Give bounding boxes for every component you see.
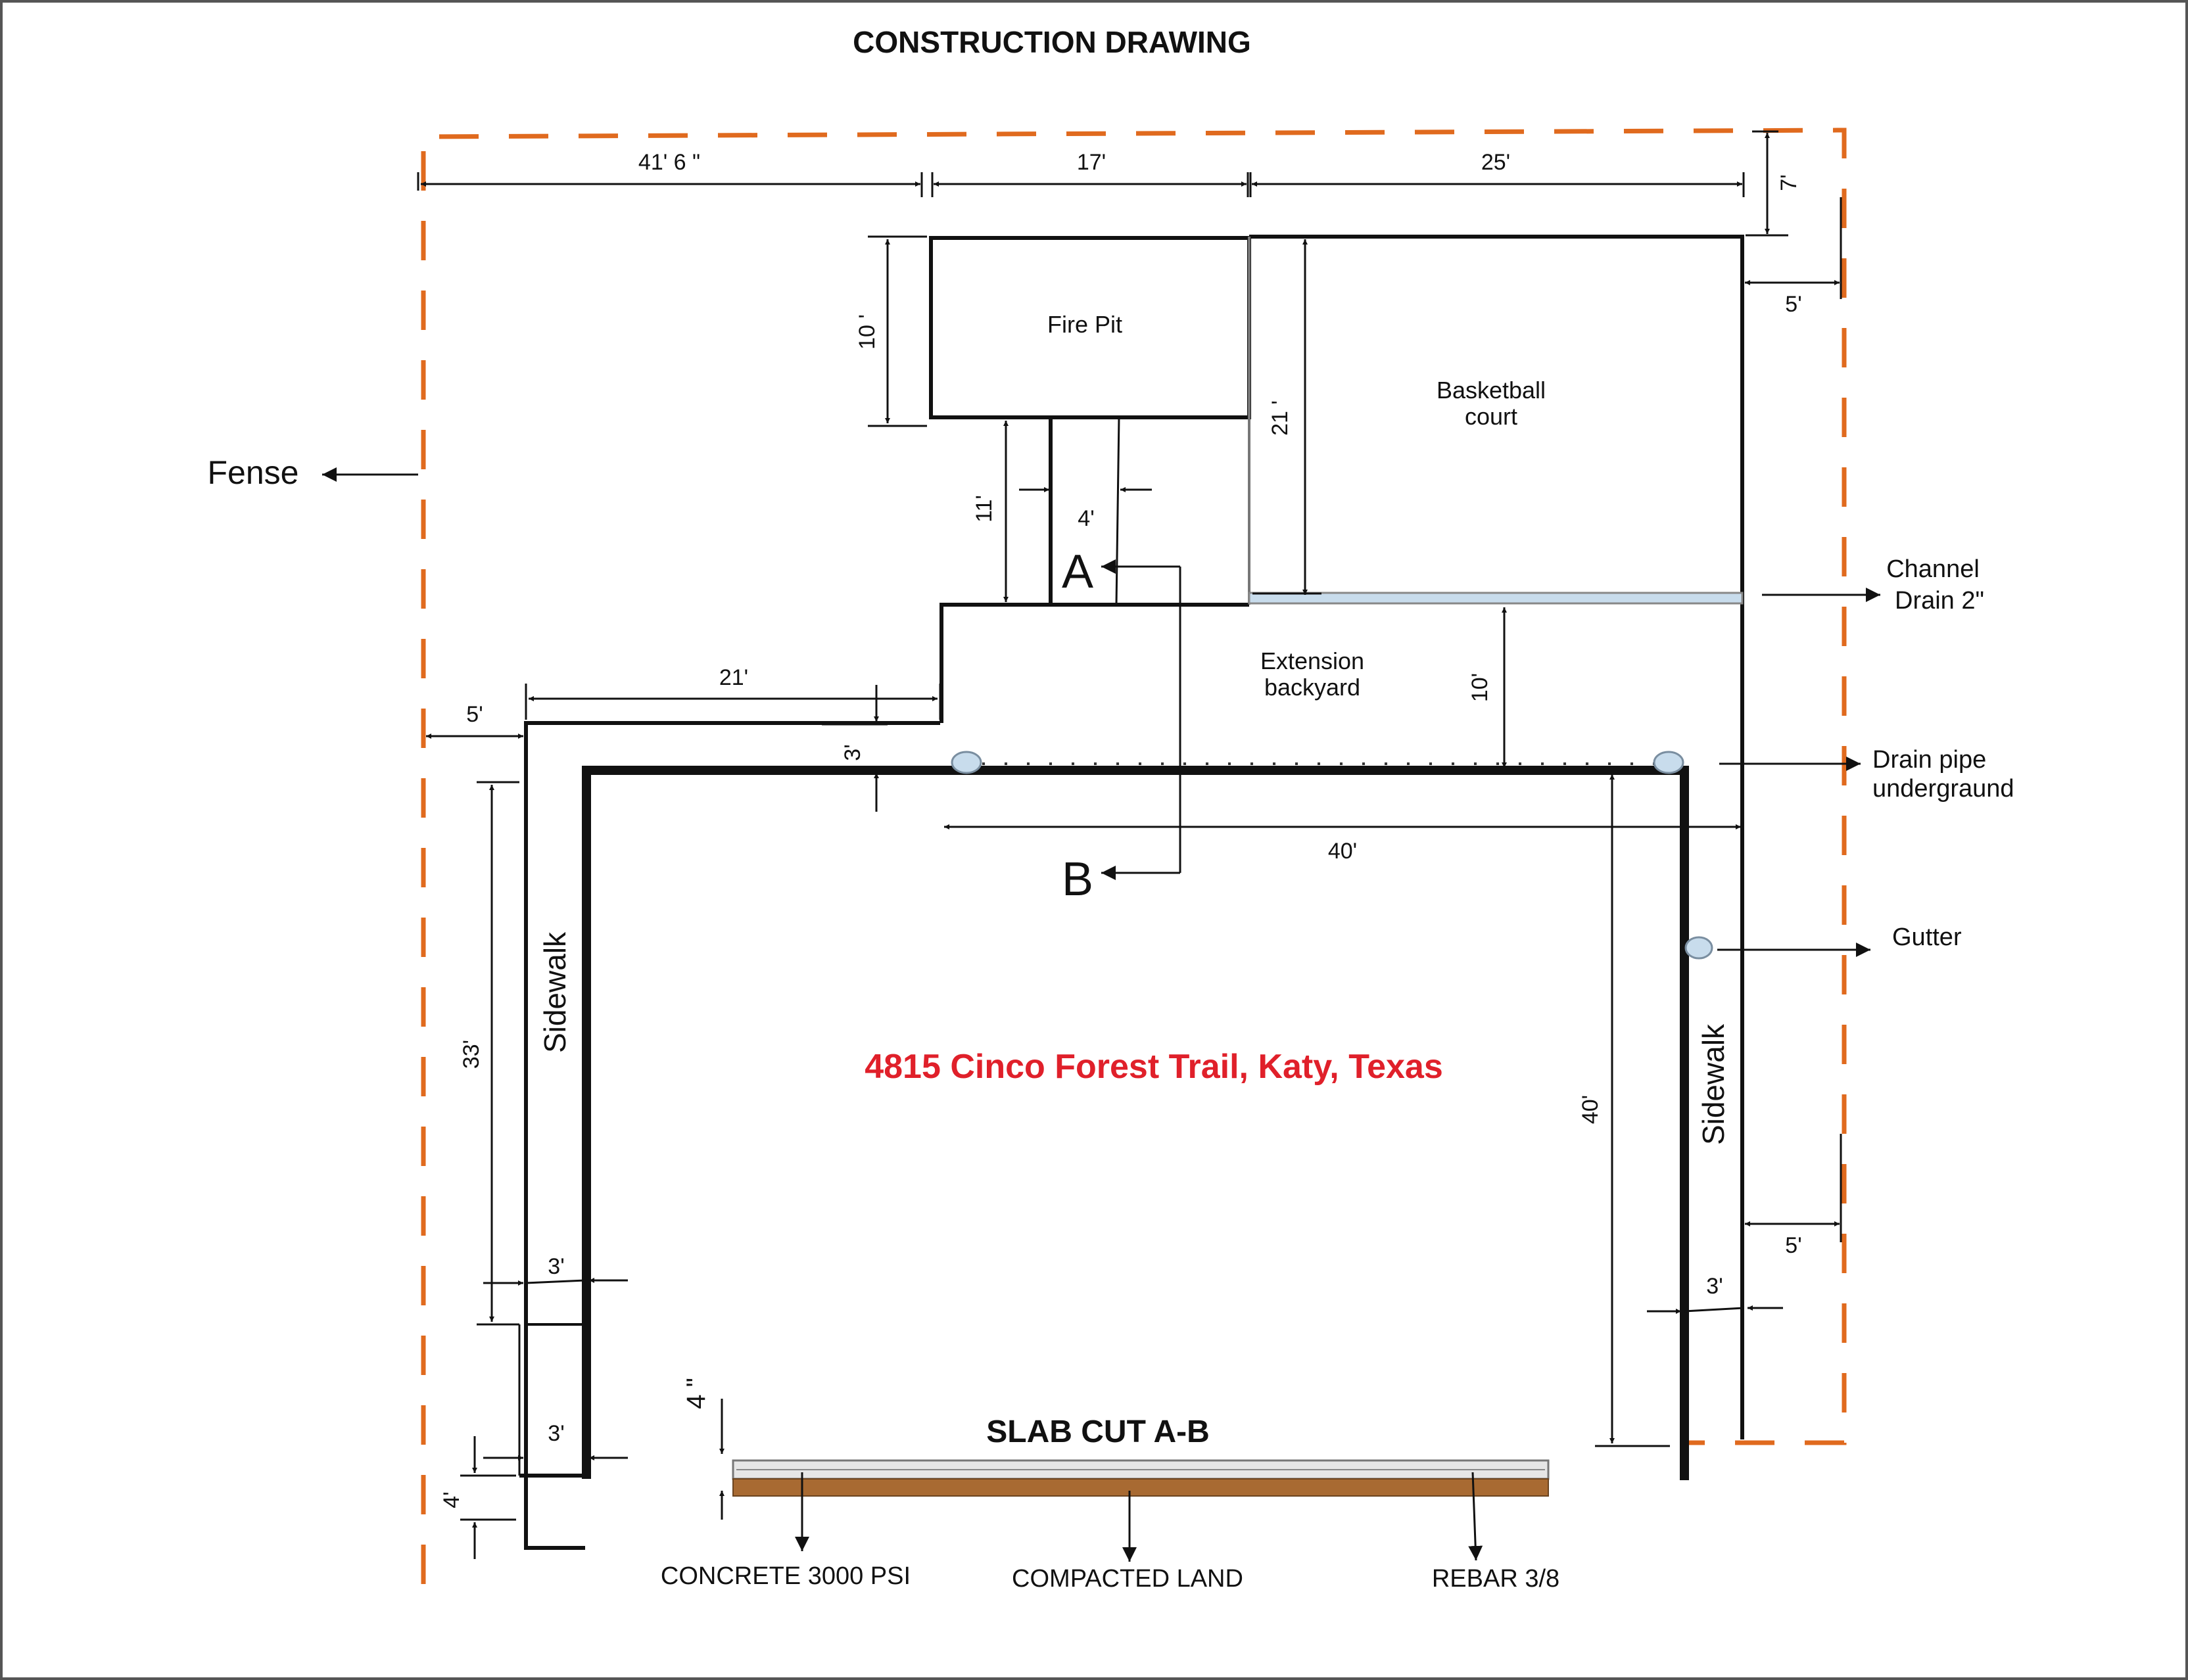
dim-fire-pit-height: 10 ' (855, 314, 880, 350)
left-sidewalk-outer-edge (524, 721, 940, 1550)
dim-top-offset: 7' (1776, 174, 1801, 191)
gutter-callout: Gutter (1892, 923, 1962, 951)
basketball-court-label-line2: court (1465, 403, 1517, 430)
slab-compacted-land-layer (732, 1478, 1549, 1497)
dim-extension-depth: 10' (1467, 673, 1492, 702)
section-mark-b: B (1062, 853, 1093, 906)
dim-left-sidewalk-width-1: 3' (548, 1254, 564, 1279)
slab-rebar-label: REBAR 3/8 (1432, 1565, 1559, 1593)
gutter-left (951, 751, 982, 774)
dim-right-offset: 5' (1785, 292, 1801, 317)
gutters (951, 751, 1713, 960)
dim-left-sidewalk-width-2: 3' (548, 1421, 564, 1446)
fence-line (421, 128, 1847, 1584)
dim-step: 3' (840, 744, 865, 760)
dimension-labels: 41' 6 " 17' 25' 7' 5' 10 ' 21 ' 11' 4' 2… (439, 150, 1802, 1508)
dim-sidewalk-top: 21' (719, 665, 748, 690)
channel-drain-callout-line2: Drain 2" (1895, 587, 1984, 615)
slab-cut-title: SLAB CUT A-B (986, 1414, 1210, 1449)
dim-right-house-length: 40' (1578, 1095, 1603, 1124)
dim-top-right: 25' (1481, 150, 1510, 175)
dim-court-height: 21 ' (1268, 400, 1293, 436)
dim-right-offset-lower: 5' (1785, 1233, 1801, 1258)
dim-left-sidewalk-length: 33' (459, 1040, 484, 1069)
dim-left-end: 4' (439, 1491, 464, 1508)
dim-walk-width: 4' (1078, 506, 1094, 531)
dimension-lines (322, 130, 1880, 1559)
right-sidewalk-label: Sidewalk (1696, 1023, 1730, 1145)
slab-land-label: COMPACTED LAND (1012, 1565, 1243, 1593)
extension-outline (939, 603, 1249, 723)
left-sidewalk-label: Sidewalk (538, 931, 572, 1053)
address-label: 4815 Cinco Forest Trail, Katy, Texas (865, 1048, 1443, 1086)
fence-callout: Fense (208, 454, 299, 491)
channel-drain-callout-line1: Channel (1886, 555, 1980, 583)
site-outlines (518, 235, 1744, 1550)
channel-drain (1248, 592, 1744, 605)
drain-pipe-callout-line2: undergraund (1872, 775, 2014, 803)
drain-pipe-callout-line1: Drain pipe (1872, 746, 1986, 774)
extension-backyard-label-line1: Extension (1260, 647, 1364, 674)
basketball-court-outline (1249, 235, 1744, 1439)
dim-left-offset: 5' (466, 702, 483, 727)
dim-house-width: 40' (1328, 839, 1357, 864)
dim-top-mid: 17' (1077, 150, 1106, 175)
basketball-court-label-line1: Basketball (1437, 377, 1546, 404)
dim-slab-thickness: 4 " (682, 1378, 711, 1409)
house-outline (582, 766, 1689, 1480)
walk-right-edge (1115, 417, 1120, 605)
section-mark-a: A (1062, 546, 1093, 598)
slab-cut-section (732, 1459, 1550, 1562)
gutter-side (1684, 936, 1713, 960)
slab-concrete-label: CONCRETE 3000 PSI (661, 1562, 911, 1590)
gutter-right (1653, 751, 1684, 774)
fire-pit-label: Fire Pit (1047, 311, 1122, 338)
drawing-title: CONSTRUCTION DRAWING (853, 25, 1251, 59)
dim-right-sidewalk-width: 3' (1706, 1274, 1723, 1299)
extension-backyard-label-line2: backyard (1264, 674, 1360, 701)
dim-top-left: 41' 6 " (638, 150, 700, 175)
dim-walk-gap: 11' (972, 495, 997, 523)
